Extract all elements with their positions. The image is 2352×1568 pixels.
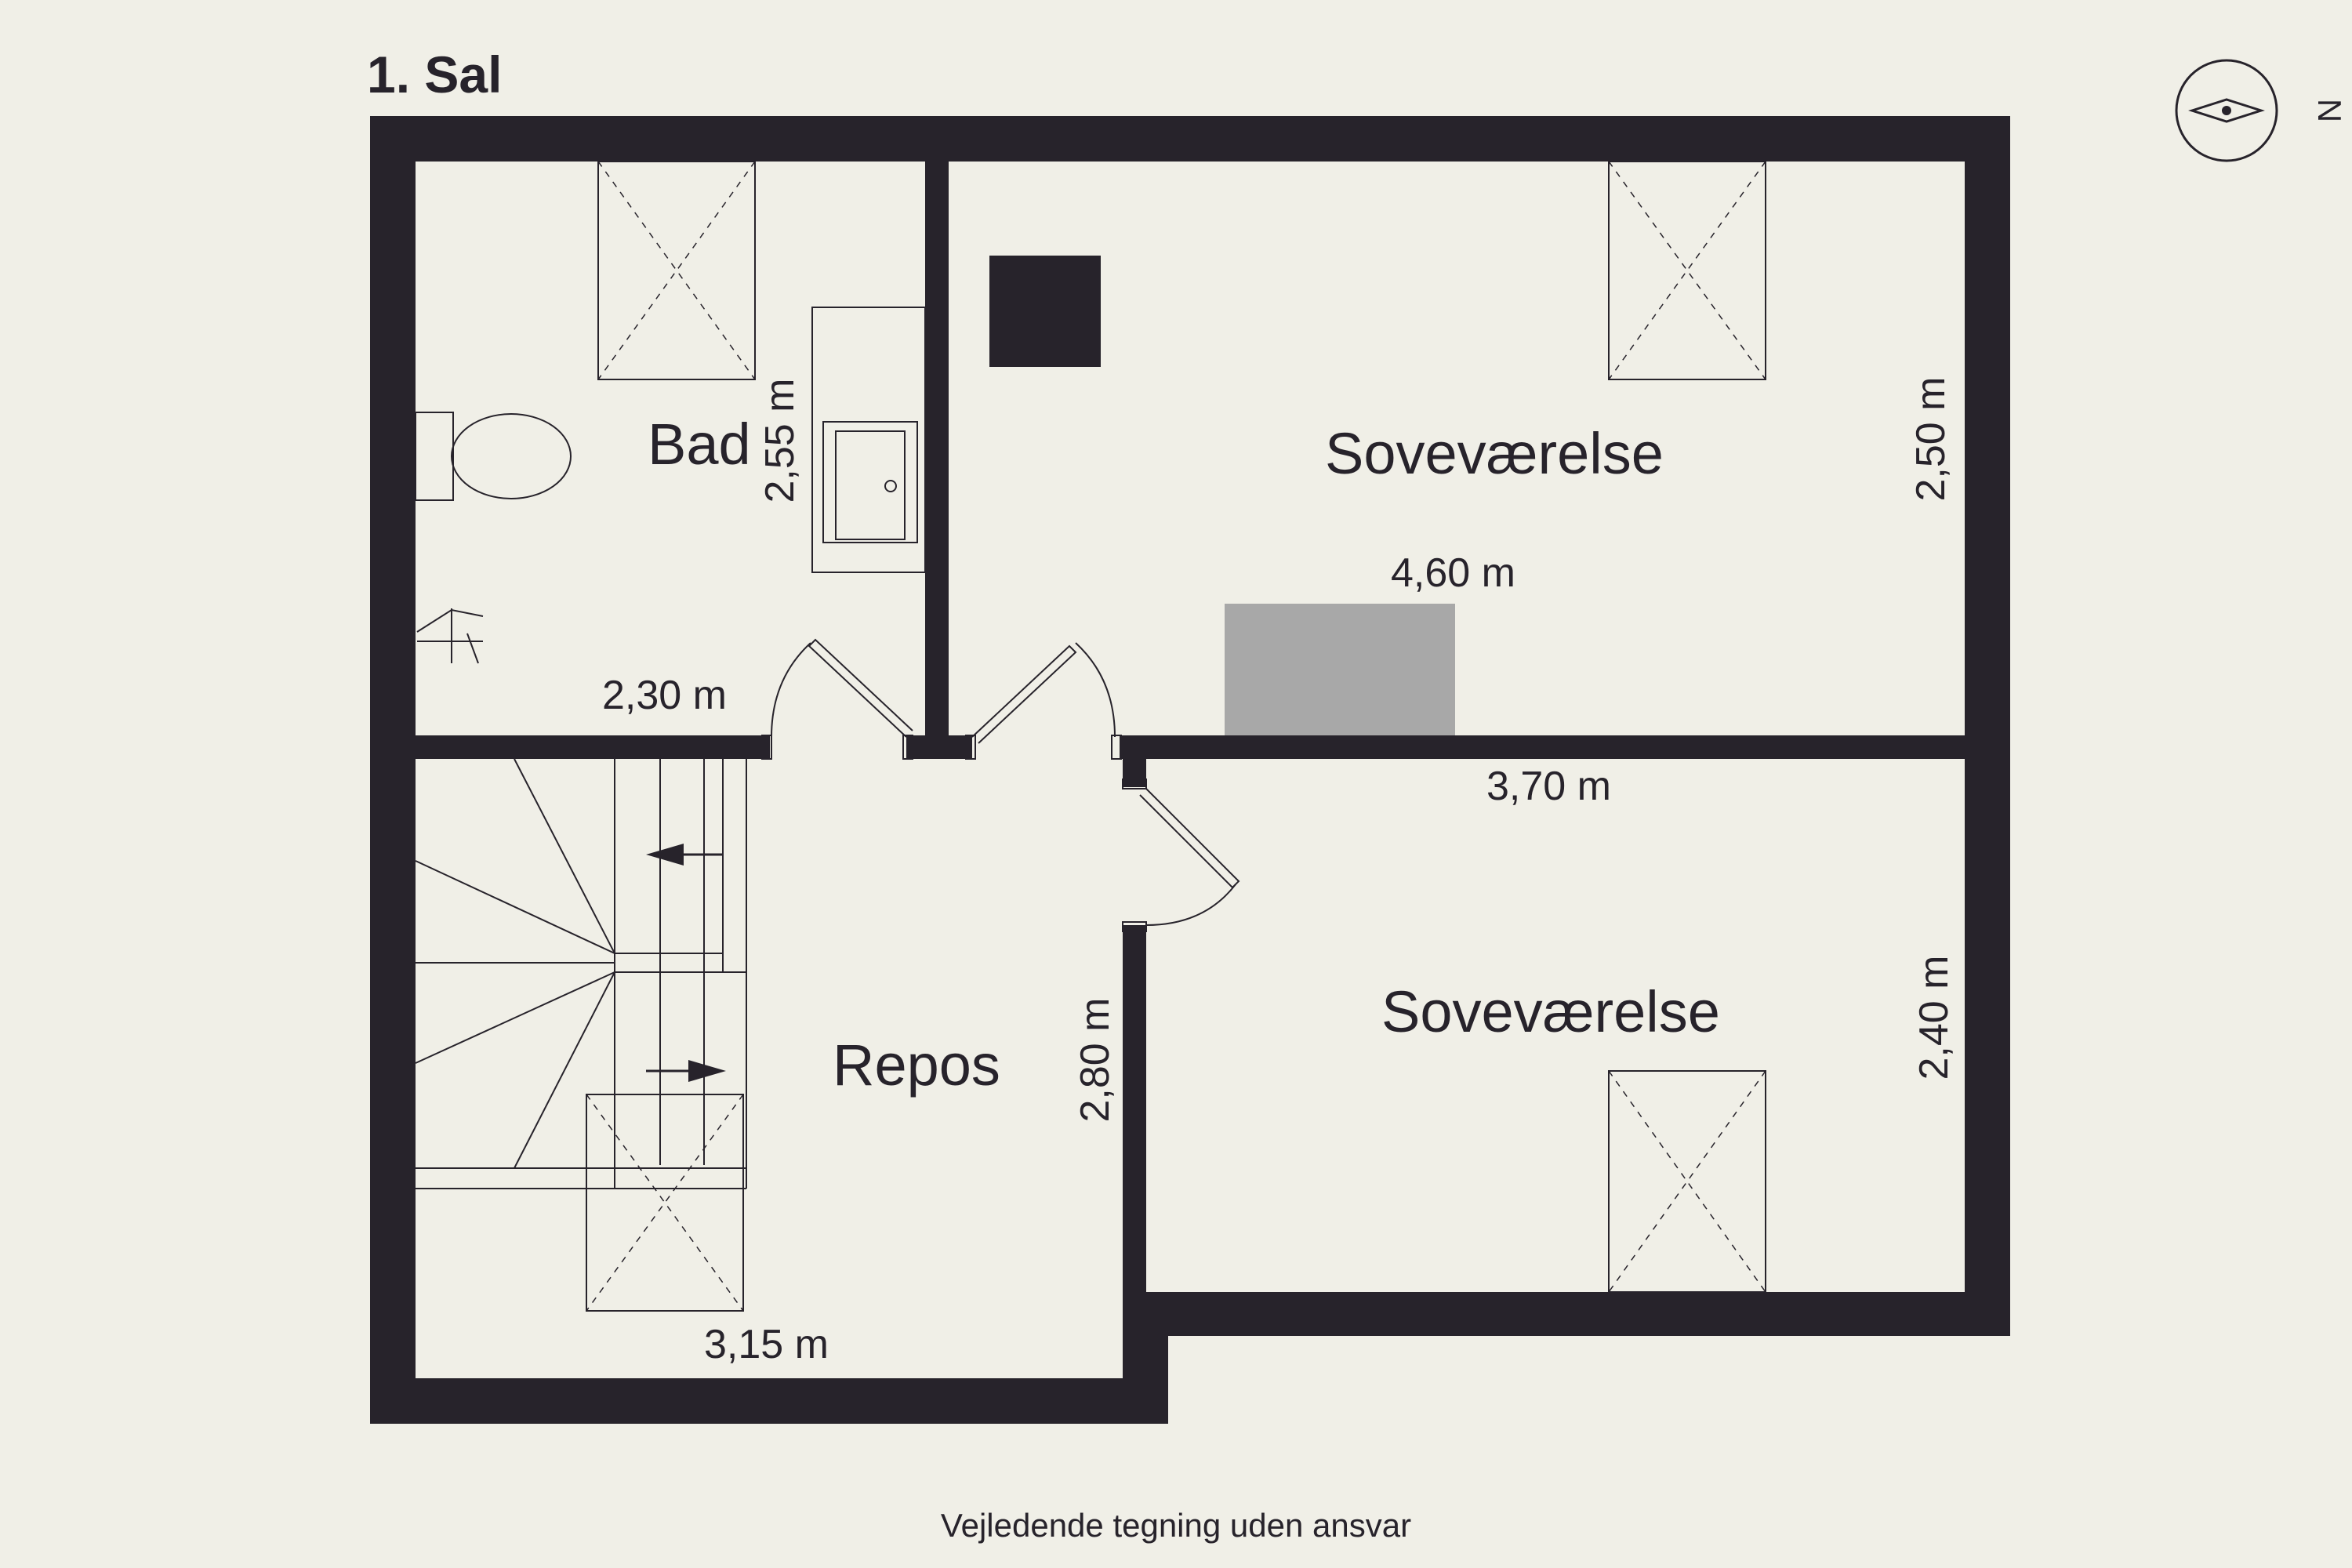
dim-sov1-height: 2,50 m (1908, 377, 1954, 502)
stair-arrow-up-icon (646, 844, 723, 866)
stair-arrow-down-icon (646, 1060, 726, 1082)
dim-sov2-width: 3,70 m (1486, 764, 1611, 809)
dim-repos-height: 2,80 m (1073, 998, 1118, 1123)
chimney (989, 256, 1101, 367)
disclaimer-footer: Vejledende tegning uden ansvar (941, 1507, 1411, 1544)
sink-icon (811, 307, 926, 573)
skylight-bad (597, 161, 756, 380)
skylight-sovevaerelse-2 (1608, 1070, 1766, 1293)
door-sovevaerelse-1[interactable] (971, 642, 1116, 744)
dim-repos-width: 3,15 m (704, 1322, 829, 1367)
door-frames (761, 735, 1147, 932)
room-label-bad: Bad (648, 412, 751, 477)
door-sovevaerelse-2[interactable] (1139, 788, 1240, 926)
dim-bad-width: 2,30 m (602, 673, 727, 718)
shower-icon (416, 608, 484, 664)
bed-area (1225, 604, 1455, 735)
room-label-repos: Repos (833, 1033, 1000, 1098)
skylight-sovevaerelse-1 (1608, 161, 1766, 380)
compass-icon: N (2175, 59, 2348, 162)
floor-title: 1. Sal (367, 45, 502, 103)
room-label-sovevaerelse-2: Soveværelse (1381, 979, 1720, 1044)
staircase (415, 758, 747, 1189)
skylight-repos (586, 1094, 744, 1312)
room-label-sovevaerelse-1: Soveværelse (1325, 421, 1664, 486)
dim-sov2-height: 2,40 m (1911, 956, 1957, 1080)
dim-bad-height: 2,55 m (757, 379, 803, 503)
outer-walls (370, 116, 2010, 1424)
interior-walls (416, 160, 1966, 1294)
door-bad[interactable] (771, 638, 913, 738)
compass-north-label: N (2311, 99, 2348, 122)
toilet-icon (415, 412, 572, 501)
dim-sov1-width: 4,60 m (1391, 550, 1515, 596)
